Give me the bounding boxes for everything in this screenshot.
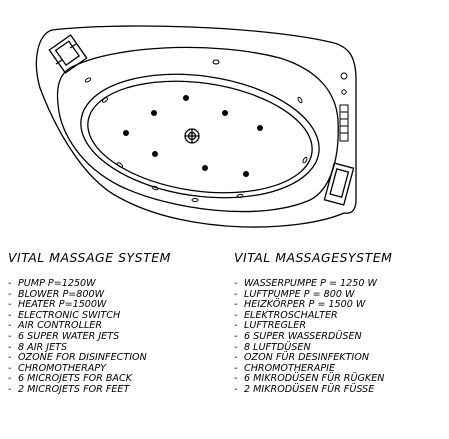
list-item: -WASSERPUMPE P = 1250 W xyxy=(234,278,377,289)
list-item: -CHROMOTHERAPIE xyxy=(234,362,336,374)
german-heading: VITAL MASSAGESYSTEM xyxy=(234,250,393,265)
water-jets xyxy=(123,95,263,177)
list-item: -HEIZKÖRPER P = 1500 W xyxy=(234,299,366,311)
list-item: -6 SUPER WATER JETS xyxy=(8,330,120,342)
list-item: -6 SUPER WASSERDÜSEN xyxy=(234,330,362,342)
list-item: -OZONE FOR DISINFECTION xyxy=(8,352,147,364)
list-item: -CHROMOTHERAPY xyxy=(8,362,106,374)
list-item: -AIR CONTROLLER xyxy=(8,320,103,332)
blower-unit xyxy=(323,162,355,206)
list-item: -8 LUFTDÜSEN xyxy=(234,341,311,353)
tub-basin xyxy=(80,73,320,199)
english-feature-list: -PUMP P=1250W -BLOWER P=800W -HEATER P=1… xyxy=(8,278,218,396)
list-item: -ELEKTROSCHALTER xyxy=(234,309,338,321)
english-spec-column: VITAL MASSAGE SYSTEM -PUMP P=1250W -BLOW… xyxy=(8,250,218,396)
list-item: -BLOWER P=800W xyxy=(8,288,105,300)
list-item: -6 MICROJETS FOR BACK xyxy=(8,373,132,385)
list-item: -6 MIKRODÜSEN FÜR RÜGKEN xyxy=(234,373,385,385)
german-feature-list: -WASSERPUMPE P = 1250 W -LUFTPUMPE P = 8… xyxy=(234,278,444,396)
micro-jets xyxy=(84,59,308,202)
list-item: -8 AIR JETS xyxy=(8,341,68,353)
list-item: -2 MICROJETS FOR FEET xyxy=(8,383,130,395)
pump-unit xyxy=(48,34,88,74)
tub-basin-inner xyxy=(87,80,313,194)
list-item: -LUFTPUMPE P = 800 W xyxy=(234,288,355,300)
drain-icon xyxy=(184,128,200,144)
list-item: -PUMP P=1250W xyxy=(8,278,96,289)
control-panel xyxy=(339,72,349,142)
list-item: -HEATER P=1500W xyxy=(8,299,107,311)
list-item: -2 MIKRODÜSEN FÜR FÜSSE xyxy=(234,383,375,395)
bathtub-drawing xyxy=(35,25,357,228)
tub-outer-rim xyxy=(35,25,357,228)
german-spec-column: VITAL MASSAGESYSTEM -WASSERPUMPE P = 125… xyxy=(234,250,444,396)
list-item: -ELECTRONIC SWITCH xyxy=(8,309,121,321)
english-heading: VITAL MASSAGE SYSTEM xyxy=(8,250,171,265)
list-item: -LUFTREGLER xyxy=(234,320,306,332)
tub-inner-rim xyxy=(56,46,339,213)
list-item: -OZON FÜR DESINFEKTION xyxy=(234,352,369,364)
